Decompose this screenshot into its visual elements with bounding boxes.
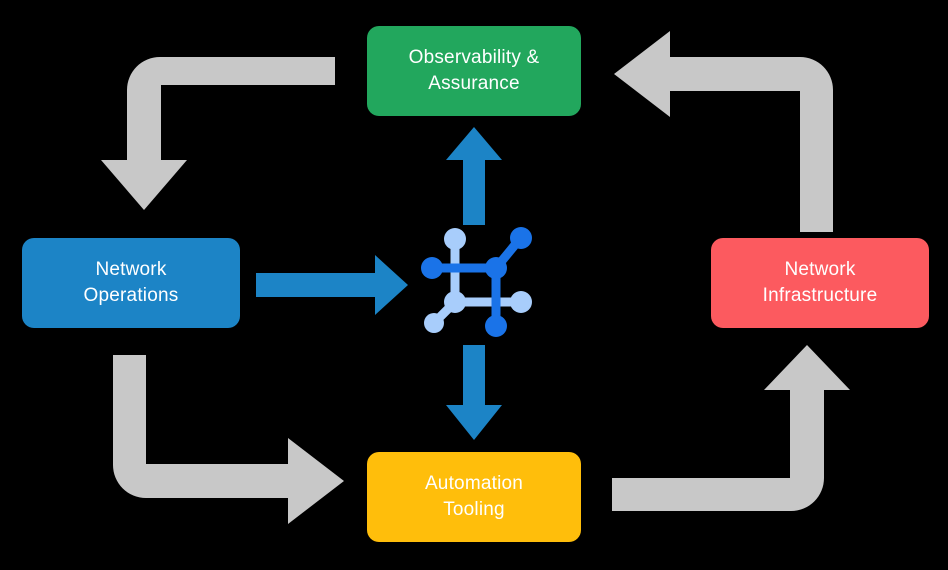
arrow-center-to-observability <box>446 127 502 225</box>
network-topology-icon <box>421 227 532 337</box>
arrow-operations-to-center <box>256 255 408 315</box>
node-box-observability[interactable]: Observability & Assurance <box>367 26 581 116</box>
arrow-infrastructure-to-observability <box>614 31 833 232</box>
node-label-observability: Observability & Assurance <box>408 47 540 94</box>
node-label-operations: Network Operations <box>83 259 179 306</box>
arrow-center-to-automation <box>446 345 502 440</box>
arrow-operations-to-automation <box>113 355 344 524</box>
node-label-infrastructure: Network Infrastructure <box>762 259 878 306</box>
arrow-automation-to-infrastructure <box>612 345 850 511</box>
node-box-operations[interactable]: Network Operations <box>22 238 240 328</box>
arrow-observability-to-operations <box>101 57 335 210</box>
node-label-automation: Automation Tooling <box>424 473 524 520</box>
node-box-infrastructure[interactable]: Network Infrastructure <box>711 238 929 328</box>
node-box-automation[interactable]: Automation Tooling <box>367 452 581 542</box>
